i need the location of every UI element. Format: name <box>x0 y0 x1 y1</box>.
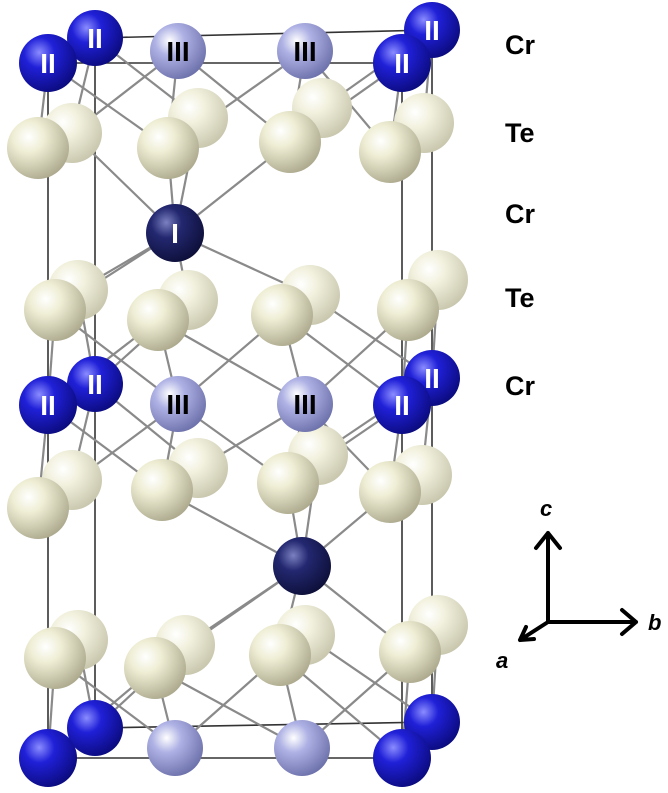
cell-edge-9 <box>94 721 433 729</box>
axis-label-b: b <box>648 610 662 635</box>
cr-atom-site-ii: II <box>373 376 431 434</box>
cr-atom-site-iii: III <box>277 23 333 79</box>
te-atom <box>131 459 193 521</box>
cr-atom-site-ii <box>373 729 431 787</box>
te-atom <box>377 279 439 341</box>
site-label-two: II <box>40 48 56 79</box>
cr-atom-site-ii: II <box>373 34 431 92</box>
layer-label-te-upper: Te <box>505 118 535 148</box>
axis-label-c: c <box>540 496 553 521</box>
axes-triad <box>518 531 638 642</box>
layer-label-cr-lower: Cr <box>505 371 536 401</box>
cr-atom-site-iii <box>274 720 330 776</box>
cr-atom-site-iii: III <box>150 376 206 432</box>
site-label-three: III <box>166 389 189 420</box>
cr-atom-site-iii: III <box>150 23 206 79</box>
te-atom <box>251 284 313 346</box>
site-label-two: II <box>87 23 103 54</box>
cr-atom-site-i: I <box>146 204 204 262</box>
site-label-three: III <box>293 36 316 67</box>
cr-atom-site-ii: II <box>67 356 123 412</box>
te-atom <box>249 624 311 686</box>
te-atom <box>137 117 199 179</box>
axis-label-a: a <box>496 648 509 673</box>
te-atom <box>359 461 421 523</box>
layer-label-cr-middle: Cr <box>505 199 536 229</box>
site-label-three: III <box>166 36 189 67</box>
te-atom <box>7 477 69 539</box>
a-axis-arrow <box>518 620 550 642</box>
site-label-three: III <box>293 389 316 420</box>
te-atom <box>127 289 189 351</box>
cr-atom-site-ii: II <box>19 376 77 434</box>
cr-atom-site-ii: II <box>67 10 123 66</box>
site-label-two: II <box>40 390 56 421</box>
te-atom <box>359 121 421 183</box>
site-label-two: II <box>394 390 410 421</box>
site-label-two: II <box>87 369 103 400</box>
te-atom <box>24 279 86 341</box>
layer-label-cr-top: Cr <box>505 30 536 60</box>
te-atom <box>257 452 319 514</box>
cr-atom-site-ii <box>19 729 77 787</box>
layer-label-te-lower: Te <box>505 283 535 313</box>
b-axis-arrow <box>546 608 638 636</box>
cr-atom-site-ii: II <box>19 34 77 92</box>
cr-atom-site-ii <box>67 700 123 756</box>
te-atom <box>24 627 86 689</box>
cr-atom-site-iii: III <box>277 376 333 432</box>
cr-atom-site-iii <box>147 720 203 776</box>
site-label-two: II <box>424 363 440 394</box>
te-atom <box>124 637 186 699</box>
c-axis-arrow <box>534 531 562 624</box>
cr-atom-site-i <box>273 537 331 595</box>
te-atom <box>7 117 69 179</box>
site-label-two: II <box>394 48 410 79</box>
site-label-one: I <box>171 218 179 249</box>
cell-edge-5 <box>94 29 433 39</box>
te-atom <box>379 621 441 683</box>
te-atom <box>259 111 321 173</box>
site-label-two: II <box>424 15 440 46</box>
